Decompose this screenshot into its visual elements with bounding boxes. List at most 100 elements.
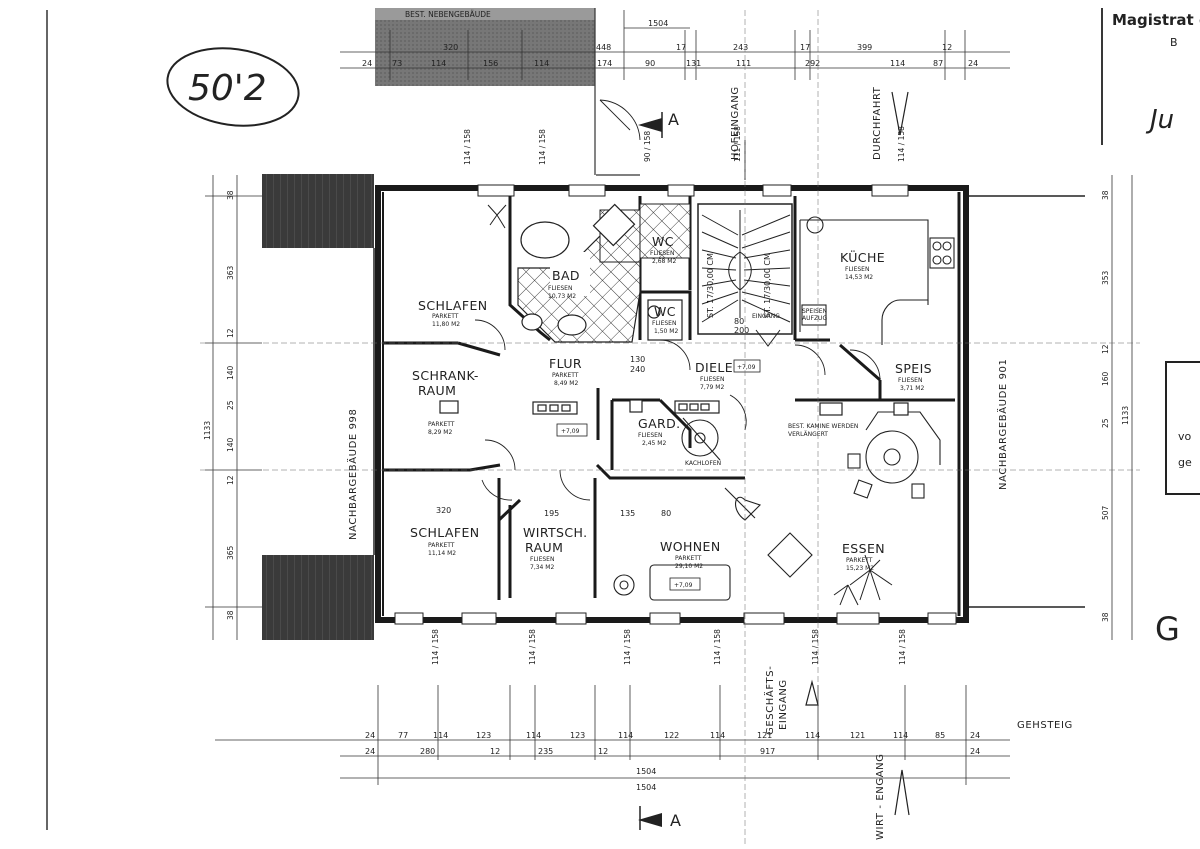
svg-text:114: 114	[433, 731, 448, 740]
svg-text:123: 123	[570, 731, 585, 740]
gehsteig-label: GEHSTEIG	[1017, 720, 1073, 731]
dimension-lines-bottom	[215, 685, 1010, 785]
svg-text:195: 195	[544, 509, 559, 518]
svg-text:320: 320	[443, 43, 458, 52]
svg-text:114: 114	[431, 59, 446, 68]
svg-text:PARKETT: PARKETT	[428, 542, 455, 549]
svg-text:135: 135	[620, 509, 635, 518]
svg-text:235: 235	[538, 747, 553, 756]
svg-text:11,80 M2: 11,80 M2	[432, 321, 460, 328]
svg-text:DIELE: DIELE	[695, 360, 733, 375]
svg-text:12: 12	[942, 43, 952, 52]
svg-text:11,14 M2: 11,14 M2	[428, 550, 456, 557]
svg-text:FLIESEN: FLIESEN	[530, 556, 554, 563]
svg-text:+7,09: +7,09	[674, 582, 693, 589]
windows	[394, 184, 957, 625]
svg-text:A: A	[670, 811, 681, 830]
svg-text:KÜCHE: KÜCHE	[840, 249, 885, 265]
stair-label-right: ST. 17/30,00 CM	[763, 253, 772, 318]
svg-text:90: 90	[645, 59, 655, 68]
axis-lines	[200, 10, 1140, 845]
svg-text:12: 12	[226, 475, 235, 485]
entrance-arrows	[805, 91, 910, 816]
svg-text:80: 80	[661, 509, 671, 518]
svg-text:507: 507	[1101, 505, 1110, 520]
room-garderobe: GARD. FLIESEN 2,45 M2	[638, 416, 680, 447]
svg-text:2,68 M2: 2,68 M2	[652, 258, 676, 265]
left-neighbour-block-top	[262, 174, 374, 248]
plant-decorations	[487, 204, 893, 606]
svg-text:PARKETT: PARKETT	[675, 555, 702, 562]
svg-text:114: 114	[805, 731, 820, 740]
chimney-boxes	[439, 399, 909, 416]
svg-text:PARKETT: PARKETT	[552, 372, 579, 379]
svg-text:917: 917	[760, 747, 775, 756]
svg-text:121: 121	[850, 731, 865, 740]
svg-text:FLIESEN: FLIESEN	[650, 250, 674, 257]
svg-text:353: 353	[1101, 270, 1110, 285]
svg-text:FLIESEN: FLIESEN	[898, 377, 922, 384]
svg-text:RAUM: RAUM	[418, 383, 456, 398]
svg-text:8,49 M2: 8,49 M2	[554, 380, 578, 387]
svg-text:+7,09: +7,09	[561, 428, 580, 435]
living-furniture	[613, 411, 941, 601]
svg-text:PARKETT: PARKETT	[846, 557, 873, 564]
svg-text:FLIESEN: FLIESEN	[700, 376, 724, 383]
dimension-text-top: 320 448 1504 17 243 17 399 12 24 73 114 …	[362, 19, 978, 68]
right-fragment-vo: vo	[1178, 430, 1192, 443]
svg-text:123: 123	[476, 731, 491, 740]
svg-text:114 / 158: 114 / 158	[897, 126, 906, 162]
handwritten-note: 50'2	[166, 47, 300, 127]
svg-text:PARKETT: PARKETT	[432, 313, 459, 320]
svg-text:25: 25	[1101, 418, 1110, 428]
svg-text:130: 130	[630, 355, 645, 364]
room-diele: DIELE FLIESEN 7,79 M2	[695, 360, 733, 391]
svg-text:FLIESEN: FLIESEN	[638, 432, 662, 439]
svg-text:114 / 158: 114 / 158	[463, 129, 472, 165]
svg-text:1133: 1133	[1121, 406, 1130, 425]
misc-labels: KACHLOFEN BEST. KAMINE WERDEN VERLÄNGERT…	[685, 308, 858, 467]
svg-text:448: 448	[596, 43, 611, 52]
svg-text:111 / 158: 111 / 158	[733, 126, 742, 162]
room-essen: ESSEN PARKETT 15,23 M2	[842, 541, 885, 572]
svg-text:85: 85	[935, 731, 945, 740]
room-speis: SPEIS FLIESEN 3,71 M2	[895, 361, 932, 392]
level-markers: +7,09 +7,09 +7,09	[556, 359, 761, 591]
right-fragment-g: G	[1155, 610, 1180, 648]
room-flur: FLUR PARKETT 8,49 M2	[549, 356, 582, 387]
dimension-text-left: 38 363 12 140 25 140 12 365 38 1133	[203, 190, 235, 620]
speisen-label: SPEISEN	[802, 308, 827, 315]
eingang-small-label: EINGANG	[752, 313, 780, 320]
svg-text:399: 399	[857, 43, 872, 52]
dimension-text-right: 38 353 12 160 25 1133 507 38	[1101, 190, 1130, 622]
svg-text:292: 292	[805, 59, 820, 68]
svg-text:2,45 M2: 2,45 M2	[642, 440, 666, 447]
svg-text:114 / 158: 114 / 158	[811, 629, 820, 665]
svg-text:12: 12	[226, 328, 235, 338]
svg-text:24: 24	[362, 59, 372, 68]
room-schlafen-2: SCHLAFEN PARKETT 11,14 M2	[410, 525, 479, 557]
svg-text:114 / 158: 114 / 158	[431, 629, 440, 665]
top-hatched-block: BEST. NEBENGEBÄUDE	[375, 8, 640, 176]
svg-text:38: 38	[1101, 612, 1110, 622]
svg-text:24: 24	[365, 747, 375, 756]
svg-text:121: 121	[757, 731, 772, 740]
svg-text:114 / 158: 114 / 158	[898, 629, 907, 665]
svg-text:114 / 158: 114 / 158	[623, 629, 632, 665]
svg-text:73: 73	[392, 59, 402, 68]
svg-text:12: 12	[1101, 344, 1110, 354]
svg-text:111: 111	[736, 59, 751, 68]
svg-text:8,29 M2: 8,29 M2	[428, 429, 452, 436]
kamine-label-2: VERLÄNGERT	[788, 431, 828, 438]
room-schrankraum: SCHRANK- RAUM PARKETT 8,29 M2	[412, 368, 478, 436]
svg-text:114: 114	[526, 731, 541, 740]
room-labels: SCHLAFEN PARKETT 11,80 M2 SCHRANK- RAUM …	[410, 234, 932, 572]
svg-text:17: 17	[800, 43, 810, 52]
room-bad: BAD FLIESEN 10,73 M2	[548, 268, 580, 300]
svg-text:114: 114	[710, 731, 725, 740]
svg-text:114: 114	[890, 59, 905, 68]
svg-text:365: 365	[226, 545, 235, 560]
svg-text:WC: WC	[654, 304, 676, 319]
svg-text:38: 38	[226, 190, 235, 200]
svg-text:38: 38	[1101, 190, 1110, 200]
